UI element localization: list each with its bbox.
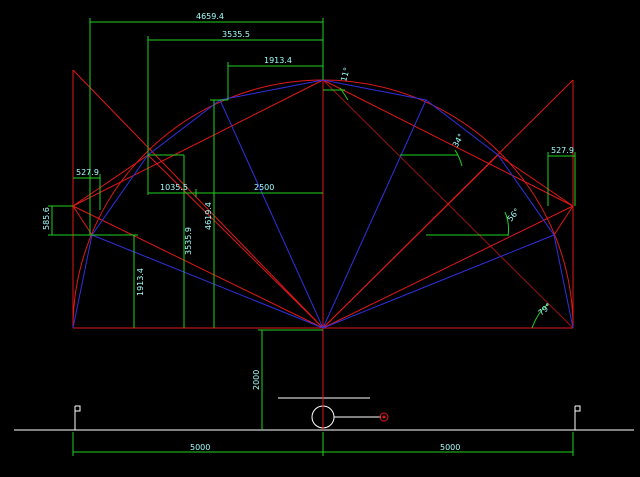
- label-5000-left: 5000: [190, 443, 210, 452]
- diag-apex-right: [322, 79, 574, 207]
- right-chord-upper: [497, 154, 574, 207]
- arm-end-circle: [379, 412, 389, 422]
- spoke-1: [91, 234, 324, 329]
- arc-11: [339, 87, 349, 101]
- spoke-3: [322, 99, 427, 329]
- dimension-lines: [48, 18, 576, 456]
- right-stake-flag: [575, 405, 581, 412]
- angle-11: 11°: [339, 66, 351, 82]
- label-1913-top: 1913.4: [264, 56, 292, 65]
- label-4619-v: 4619.4: [204, 202, 213, 230]
- label-585: 585.6: [42, 207, 51, 230]
- label-527-left: 527.9: [76, 168, 99, 177]
- label-2000: 2000: [252, 370, 261, 390]
- spoke-2: [219, 99, 324, 329]
- right-chord-lower: [553, 205, 574, 236]
- arc-56: [504, 211, 510, 237]
- left-stake-flag: [75, 405, 81, 412]
- left-chord-lower: [72, 205, 93, 236]
- apex-to-right-base: [322, 79, 574, 329]
- spoke-4: [322, 234, 555, 329]
- label-4659: 4659.4: [196, 12, 224, 21]
- diag-left-mid-center: [72, 205, 324, 329]
- label-527-right: 527.9: [551, 146, 574, 155]
- diag-right-mid-center: [322, 205, 574, 329]
- spoke-left-upper: [147, 154, 324, 329]
- left-chord-upper: [72, 154, 149, 207]
- spoke-right-upper: [322, 154, 499, 329]
- label-5000-right: 5000: [440, 443, 460, 452]
- arc-34: [454, 149, 463, 167]
- arm-end-dot: [382, 415, 386, 419]
- label-1913-v: 1913.4: [136, 268, 145, 296]
- label-3535: 3535.5: [222, 30, 250, 39]
- diag-left-top-center: [72, 69, 324, 329]
- diag-apex-left: [72, 79, 324, 207]
- label-3535-v: 3535.9: [184, 227, 193, 255]
- arc-79: [531, 303, 549, 329]
- label-2500: 2500: [254, 183, 274, 192]
- label-1035: 1035.5: [160, 183, 188, 192]
